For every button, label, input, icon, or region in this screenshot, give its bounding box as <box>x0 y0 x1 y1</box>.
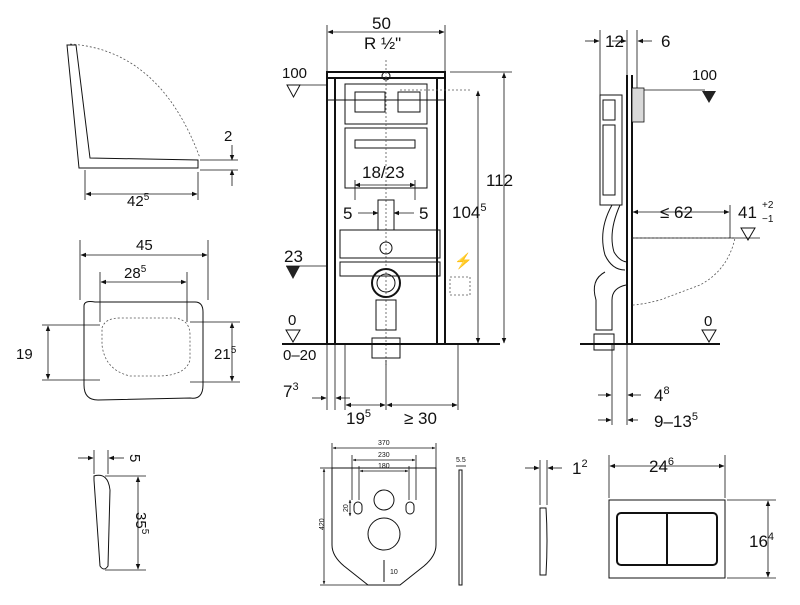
wall-min-label: ≥ 30 <box>404 409 437 428</box>
flush-plate-view: 12 246 164 <box>525 455 776 579</box>
side-range-label: 9–135 <box>654 411 698 431</box>
mat-slot-label: 10 <box>390 569 398 576</box>
side-depth-right-label: 6 <box>661 32 670 51</box>
mat-width-label: 370 <box>378 440 390 447</box>
plate-thickness-label: 12 <box>572 458 588 478</box>
side-level-100-label: 100 <box>692 67 717 84</box>
level-100-label: 100 <box>282 65 307 82</box>
plate-height-label: 164 <box>749 531 774 551</box>
offset-right-label: 5 <box>419 204 428 223</box>
mat-small-gap-label: 20 <box>343 504 350 512</box>
seat-profile-view: 5 355 <box>78 450 150 571</box>
seat-right-height-label: 215 <box>214 345 237 363</box>
seat-profile-height-label: 355 <box>132 512 150 535</box>
fixing-distance-label: 18/23 <box>362 163 405 182</box>
bowl-tol-minus-label: −1 <box>762 214 774 225</box>
mat-height-label: 420 <box>319 518 326 530</box>
mat-thickness-label: 5.5 <box>456 457 466 464</box>
mat-inner-width-label: 180 <box>378 463 390 470</box>
water-connection-label: R ½" <box>364 34 401 53</box>
seat-profile-thickness-label: 5 <box>126 454 143 462</box>
seat-left-height-label: 19 <box>16 346 33 363</box>
foot-label: 73 <box>283 381 299 401</box>
seat-thickness-label: 2 <box>224 128 232 145</box>
side-foot-label: 48 <box>654 385 670 405</box>
mat-mid-width-label: 230 <box>378 452 390 459</box>
seat-inner-width-label: 285 <box>124 264 147 282</box>
bowl-length-label: ≤ 62 <box>660 203 693 222</box>
level-23-label: 23 <box>284 247 303 266</box>
seat-outer-width-label: 45 <box>136 237 153 254</box>
side-depth-label: 12 <box>605 32 624 51</box>
frame-width-label: 50 <box>372 14 391 33</box>
frame-front-view: 50 R ½" 18/23 5 <box>282 14 513 428</box>
fixing-height-label: 1045 <box>452 202 487 222</box>
seat-depth-label: 425 <box>127 192 150 210</box>
offset-left-label: 5 <box>343 204 352 223</box>
drain-offset-label: 195 <box>346 408 371 428</box>
bowl-height-label: 41 <box>738 203 757 222</box>
seat-top-view: 45 285 19 215 <box>16 237 240 401</box>
frame-side-view: 12 6 100 ≤ 62 41 +2 −1 0 48 <box>580 30 774 431</box>
bowl-tol-plus-label: +2 <box>762 200 774 211</box>
level-0-label: 0 <box>288 312 296 329</box>
plate-width-label: 246 <box>649 456 674 476</box>
floor-range-label: 0–20 <box>283 347 316 364</box>
insulation-mat-view: 370 230 180 420 20 10 5.5 <box>319 440 466 586</box>
total-height-label: 112 <box>486 171 513 190</box>
seat-side-view: 2 425 <box>66 43 238 210</box>
electrical-icon: ⚡ <box>454 252 473 270</box>
side-level-0-label: 0 <box>704 313 712 330</box>
